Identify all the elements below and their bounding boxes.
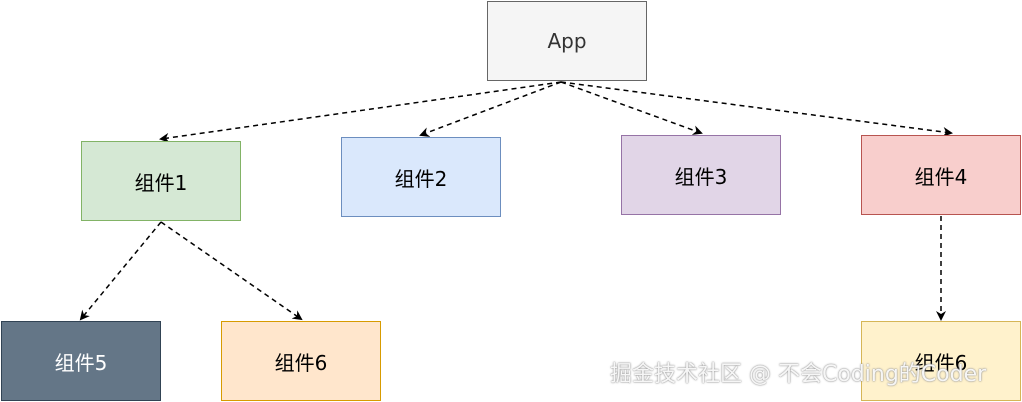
node-component-4: 组件4 [861, 135, 1021, 215]
node-component-3-label: 组件3 [674, 164, 728, 189]
watermark-text: 掘金技术社区 @ 不会Coding的Coder [610, 362, 987, 387]
edge-app-to-comp1 [159, 81, 562, 143]
node-component-6-left-label: 组件6 [274, 350, 328, 375]
node-component-5: 组件5 [1, 321, 161, 401]
node-app: App [487, 1, 647, 81]
node-component-1: 组件1 [81, 141, 241, 221]
node-app-label: App [547, 29, 587, 53]
edge-app-to-comp2 [419, 81, 562, 137]
edge-app-to-comp3 [560, 81, 703, 135]
edge-app-to-comp4 [560, 81, 953, 137]
node-component-6-right: 组件6 [861, 321, 1021, 401]
node-component-6-right-label: 组件6 [914, 350, 968, 375]
node-component-1-label: 组件1 [134, 170, 188, 195]
node-component-2-label: 组件2 [394, 166, 448, 191]
node-component-5-label: 组件5 [54, 350, 108, 375]
node-component-2: 组件2 [341, 137, 501, 217]
node-component-6-left: 组件6 [221, 321, 381, 401]
node-component-3: 组件3 [621, 135, 781, 215]
node-component-4-label: 组件4 [914, 164, 968, 189]
edge-comp1-to-comp5 [79, 221, 162, 321]
edge-comp1-to-comp6a [160, 221, 303, 321]
